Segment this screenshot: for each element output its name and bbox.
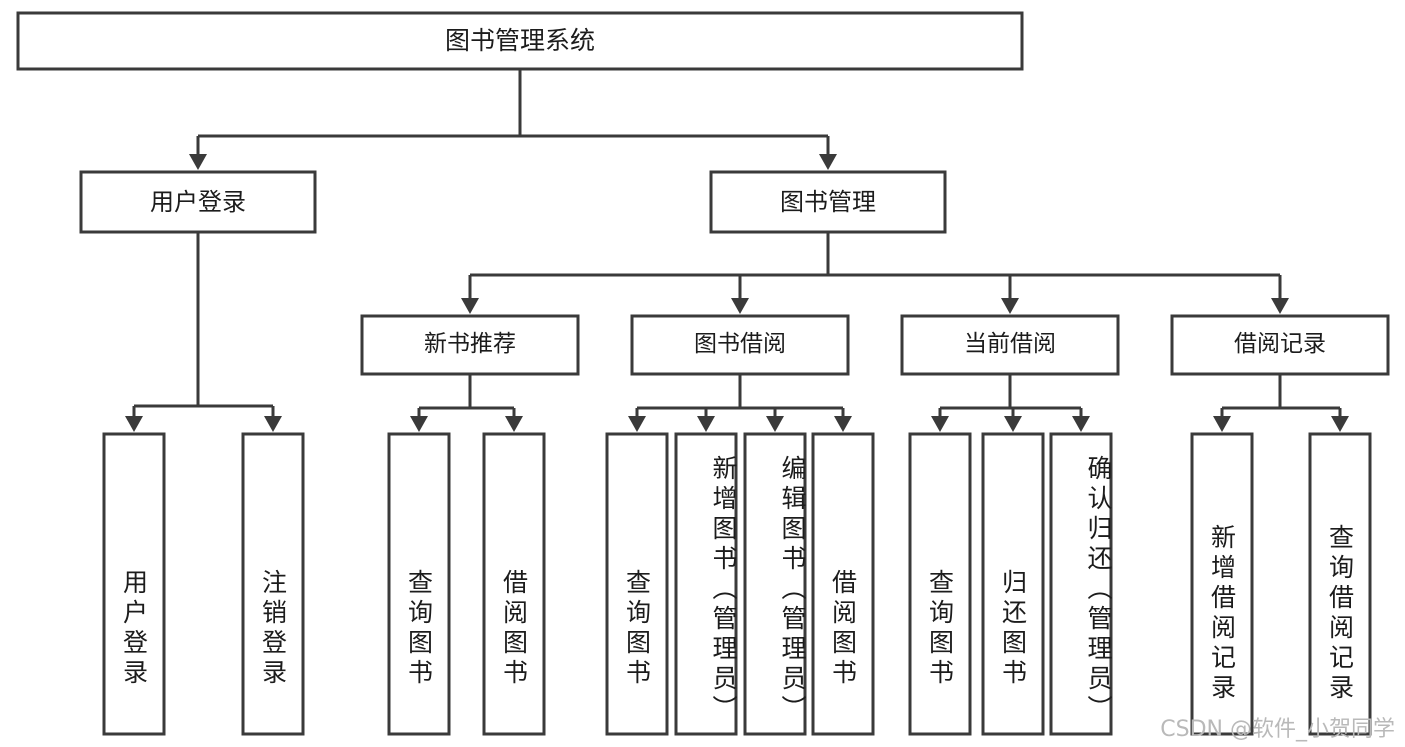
node-box-book-manage[interactable] [709,170,947,234]
arrow-head-icon [264,416,282,432]
arrow-head-icon [505,416,523,432]
node-box-leaf-rec-query-book[interactable] [387,432,451,736]
arrow-head-icon [1331,416,1349,432]
node-box-user-login[interactable] [79,170,317,234]
node-box-borrow-record[interactable] [1170,314,1390,376]
node-box-leaf-user-login[interactable] [102,432,166,736]
node-box-leaf-rec-add-record[interactable] [1190,432,1254,736]
node-box-root[interactable] [16,11,1024,71]
arrow-head-icon [697,416,715,432]
boxes-layer [16,11,1390,736]
node-box-current-borrow[interactable] [900,314,1120,376]
node-box-leaf-cur-confirm-return[interactable] [1049,432,1113,736]
arrow-head-icon [1213,416,1231,432]
arrow-head-icon [834,416,852,432]
arrow-head-icon [1072,416,1090,432]
arrow-head-icon [766,416,784,432]
edges-layer [125,69,1349,432]
node-box-leaf-borrow-query-book[interactable] [605,432,669,736]
node-box-leaf-cur-query-book[interactable] [908,432,972,736]
node-box-leaf-borrow-add-book[interactable] [674,432,738,736]
arrow-head-icon [189,154,207,170]
arrow-head-icon [931,416,949,432]
node-box-book-borrow[interactable] [630,314,850,376]
node-box-leaf-rec-borrow-book[interactable] [482,432,546,736]
node-box-leaf-user-logout[interactable] [241,432,305,736]
node-box-leaf-borrow-edit-book[interactable] [743,432,807,736]
arrow-head-icon [125,416,143,432]
arrow-head-icon [731,298,749,314]
arrow-head-icon [819,154,837,170]
arrow-head-icon [628,416,646,432]
arrow-head-icon [461,298,479,314]
node-box-leaf-rec-query-record[interactable] [1308,432,1372,736]
node-box-leaf-borrow-lend-book[interactable] [811,432,875,736]
arrow-head-icon [1271,298,1289,314]
arrow-head-icon [1001,298,1019,314]
node-box-leaf-cur-return-book[interactable] [981,432,1045,736]
node-box-new-book-rec[interactable] [360,314,580,376]
arrow-head-icon [410,416,428,432]
arrow-head-icon [1004,416,1022,432]
